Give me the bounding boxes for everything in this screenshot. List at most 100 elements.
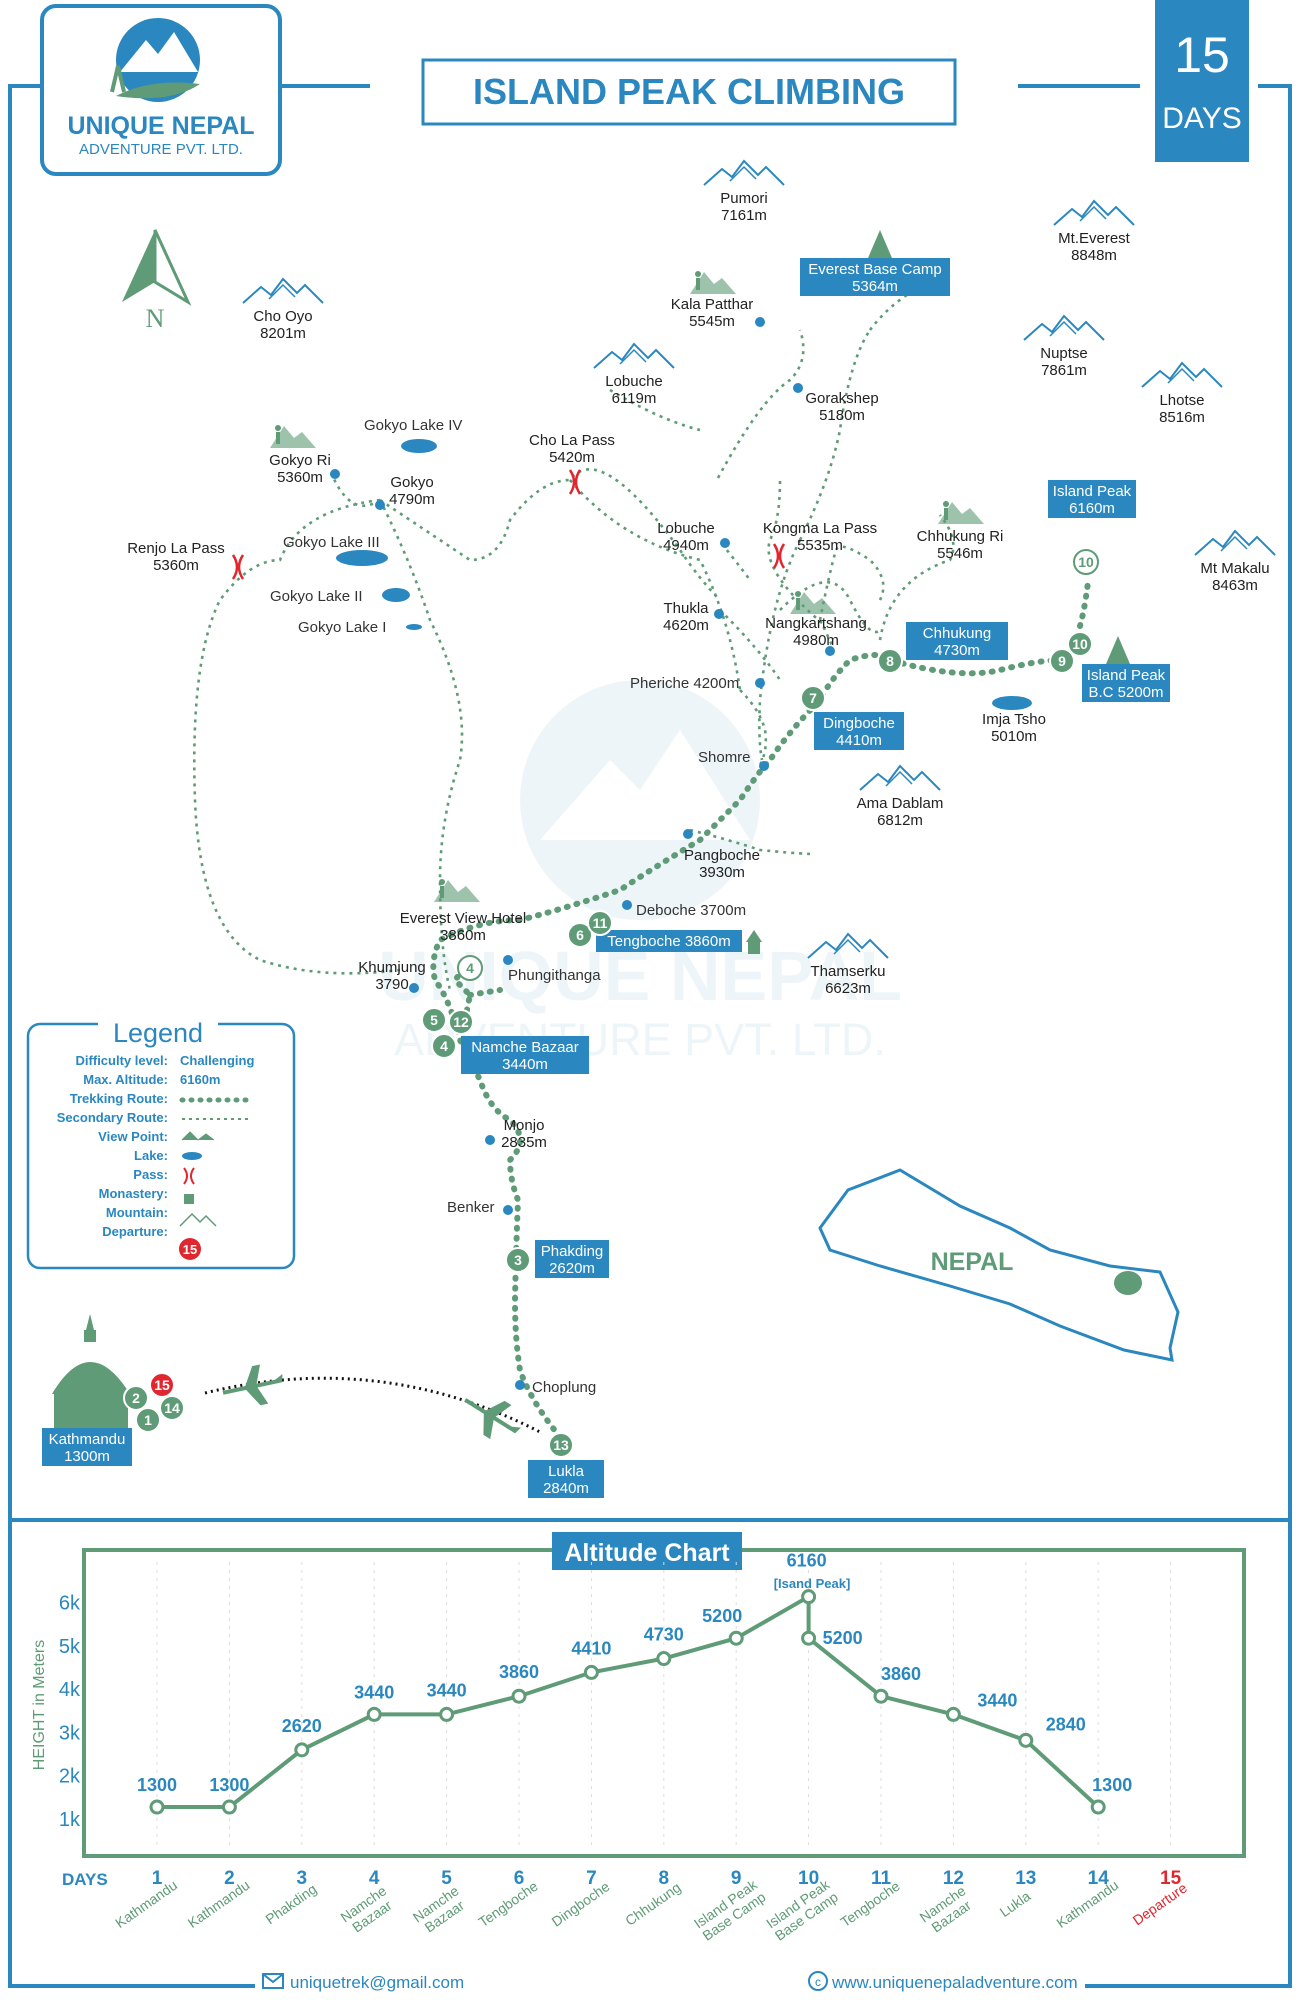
place-name: Gokyo Ri — [269, 452, 331, 469]
airplane-icon — [464, 1398, 521, 1440]
boxed-alt: 1300m — [64, 1448, 110, 1465]
place-phungithanga: Phungithanga — [508, 967, 601, 984]
data-label: 1300 — [137, 1775, 177, 1795]
boxed-name: Lukla — [548, 1463, 585, 1480]
data-point — [728, 1630, 744, 1646]
mountain-altitude: 7861m — [1041, 362, 1087, 379]
country-label: NEPAL — [931, 1248, 1014, 1276]
duration-unit: DAYS — [1162, 102, 1241, 135]
mountain-name: Cho Oyo — [253, 308, 312, 325]
mountain-name: Ama Dablam — [857, 795, 944, 812]
x-place-line: Kathmandu — [112, 1877, 180, 1931]
legend-row-label: Lake: — [134, 1148, 168, 1163]
boxed-alt: 4730m — [934, 642, 980, 659]
legend-row-label: Departure: — [102, 1224, 168, 1239]
airplanes — [222, 1364, 521, 1440]
lake-icon — [382, 588, 410, 602]
footer-website[interactable]: www.uniquenepaladventure.com — [831, 1973, 1078, 1992]
data-point — [945, 1706, 961, 1722]
x-tick-label: 7 — [586, 1868, 597, 1889]
legend-departure-number: 15 — [183, 1242, 197, 1257]
mountain-icon — [242, 277, 324, 304]
nepal-inset-map: NEPAL — [818, 1168, 1180, 1362]
place-name: Chhukung Ri — [917, 528, 1004, 545]
footer-email[interactable]: uniquetrek@gmail.com — [290, 1973, 464, 1992]
company-logo: UNIQUE NEPAL ADVENTURE PVT. LTD. — [40, 4, 282, 176]
legend-row-label: Difficulty level: — [76, 1053, 168, 1068]
mountain-name: Lhotse — [1159, 392, 1204, 409]
place-dot — [825, 646, 835, 656]
place-dot — [714, 609, 724, 619]
day-marker: 10 — [1067, 631, 1093, 657]
x-tick-label: 4 — [369, 1868, 380, 1889]
mountain-icon — [1194, 529, 1276, 556]
lake-icon — [406, 624, 422, 630]
chart-ylabel: HEIGHT in Meters — [31, 1640, 48, 1770]
place-pheriche: Pheriche 4200m — [630, 675, 739, 692]
inline-places: Pheriche 4200m Shomre Deboche 3700m Phun… — [447, 675, 769, 1396]
x-place-label: Chhukung — [622, 1879, 683, 1929]
data-point — [294, 1742, 310, 1758]
view-point-icon — [790, 591, 836, 614]
mountain-icon — [593, 342, 675, 369]
day-marker: 7 — [800, 685, 826, 711]
data-point — [221, 1799, 237, 1815]
mountain-icon — [859, 764, 941, 791]
boxed-name: Tengboche 3860m — [607, 933, 730, 950]
compass-label: N — [146, 304, 165, 333]
mountain-name: Lobuche — [605, 373, 663, 390]
day-number: 7 — [809, 690, 817, 706]
place-altitude: 5360m — [277, 469, 323, 486]
boxed-alt: 2840m — [543, 1480, 589, 1497]
mountain-altitude: 6119m — [612, 390, 657, 407]
place-altitude: 5180m — [819, 407, 865, 424]
day-number: 4 — [466, 960, 474, 976]
place-choplung: Choplung — [532, 1379, 596, 1396]
place-altitude: 5535m — [797, 537, 843, 554]
day-marker: 13 — [548, 1432, 574, 1458]
data-point — [801, 1630, 817, 1646]
mountain-altitude: 8201m — [260, 325, 306, 342]
base-camp-icon — [868, 230, 892, 258]
data-point — [511, 1688, 527, 1704]
x-place-label: Dingboche — [549, 1878, 613, 1930]
x-tick-label: 1 — [152, 1868, 163, 1889]
place-name: Nangkartshang — [765, 615, 867, 632]
place-name: Imja Tsho — [982, 711, 1046, 728]
boxed-alt: 6160m — [1069, 500, 1115, 517]
legend-row-label: Mountain: — [106, 1205, 168, 1220]
boxed-name: Island Peak — [1053, 483, 1132, 500]
place-altitude: 3860m — [440, 927, 486, 944]
x-tick-label: 5 — [441, 1868, 452, 1889]
x-place-line: Lukla — [997, 1888, 1034, 1920]
x-tick-label: 15 — [1160, 1868, 1182, 1889]
place-altitude: 5420m — [549, 449, 595, 466]
day-marker: 2 — [123, 1385, 149, 1411]
y-tick-label: 3k — [59, 1722, 81, 1744]
mail-icon — [262, 1973, 284, 1989]
legend-title: Legend — [113, 1018, 203, 1048]
north-arrow-icon: N — [122, 229, 192, 333]
duration-number: 15 — [1174, 27, 1230, 83]
data-point — [149, 1799, 165, 1815]
place-altitude: 4940m — [663, 537, 709, 554]
data-point — [366, 1706, 382, 1722]
place-dot — [485, 1135, 495, 1145]
data-label: 3860 — [881, 1664, 921, 1684]
place-altitude: 3930m — [699, 864, 745, 881]
day-number: 8 — [886, 653, 894, 669]
place-name: Gorakshep — [805, 390, 878, 407]
boxed-name: Dingboche — [823, 715, 895, 732]
data-point — [439, 1706, 455, 1722]
day-marker: 14 — [159, 1395, 185, 1421]
mountain-icon — [1053, 199, 1135, 226]
x-place-label: Tengboche — [475, 1878, 540, 1931]
place-name: Everest View Hotel — [400, 910, 526, 927]
place-shomre: Shomre — [698, 749, 751, 766]
